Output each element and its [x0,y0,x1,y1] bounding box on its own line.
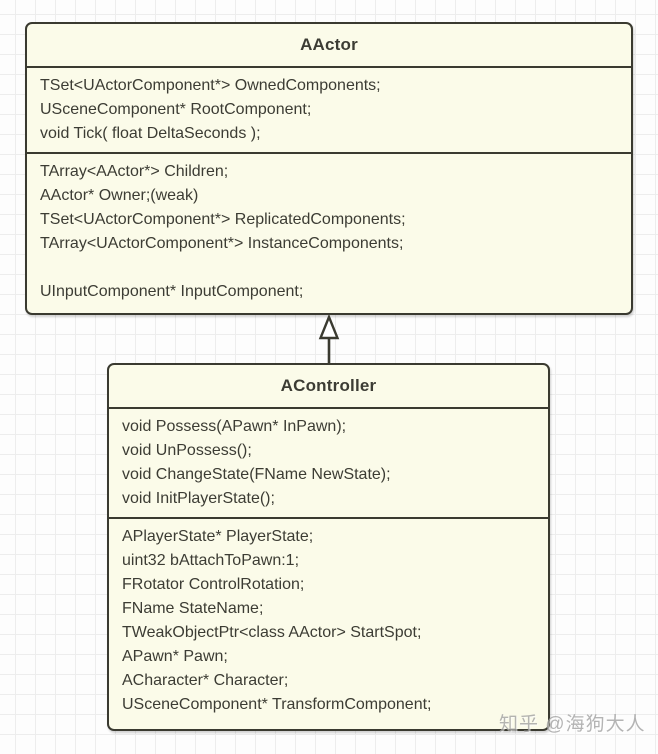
inheritance-arrow [318,315,340,363]
class-box-acontroller: AController void Possess(APawn* InPawn);… [107,363,550,731]
member-line: TSet<UActorComponent*> ReplicatedCompone… [40,211,406,228]
member-line: TArray<AActor*> Children; [40,163,229,180]
member-line: void ChangeState(FName NewState); [122,466,391,483]
acontroller-attributes-compartment: APlayerState* PlayerState; uint32 bAttac… [109,519,548,729]
member-line: void InitPlayerState(); [122,490,275,507]
member-line: FName StateName; [122,600,264,617]
acontroller-methods-compartment: void Possess(APawn* InPawn); void UnPoss… [109,409,548,519]
member-line: FRotator ControlRotation; [122,576,305,593]
member-line: APawn* Pawn; [122,648,228,665]
member-line: uint32 bAttachToPawn:1; [122,552,300,569]
member-line: USceneComponent* RootComponent; [40,101,312,118]
member-line: AActor* Owner;(weak) [40,187,199,204]
member-line [40,256,618,280]
class-title-aactor: AActor [27,24,631,68]
member-line: TSet<UActorComponent*> OwnedComponents; [40,77,381,94]
member-line: APlayerState* PlayerState; [122,528,314,545]
member-line: void UnPossess(); [122,442,252,459]
member-line: void Possess(APawn* InPawn); [122,418,347,435]
aactor-members-compartment-1: TSet<UActorComponent*> OwnedComponents; … [27,68,631,154]
watermark: 知乎 @海狗大人 [499,714,646,735]
class-title-acontroller: AController [109,365,548,409]
class-box-aactor: AActor TSet<UActorComponent*> OwnedCompo… [25,22,633,315]
member-line: void Tick( float DeltaSeconds ); [40,125,261,142]
member-line: USceneComponent* TransformComponent; [122,696,432,713]
member-line: ACharacter* Character; [122,672,289,689]
member-line: TArray<UActorComponent*> InstanceCompone… [40,235,404,252]
aactor-members-compartment-2: TArray<AActor*> Children; AActor* Owner;… [27,154,631,313]
member-line: TWeakObjectPtr<class AActor> StartSpot; [122,624,422,641]
member-line: UInputComponent* InputComponent; [40,283,304,300]
